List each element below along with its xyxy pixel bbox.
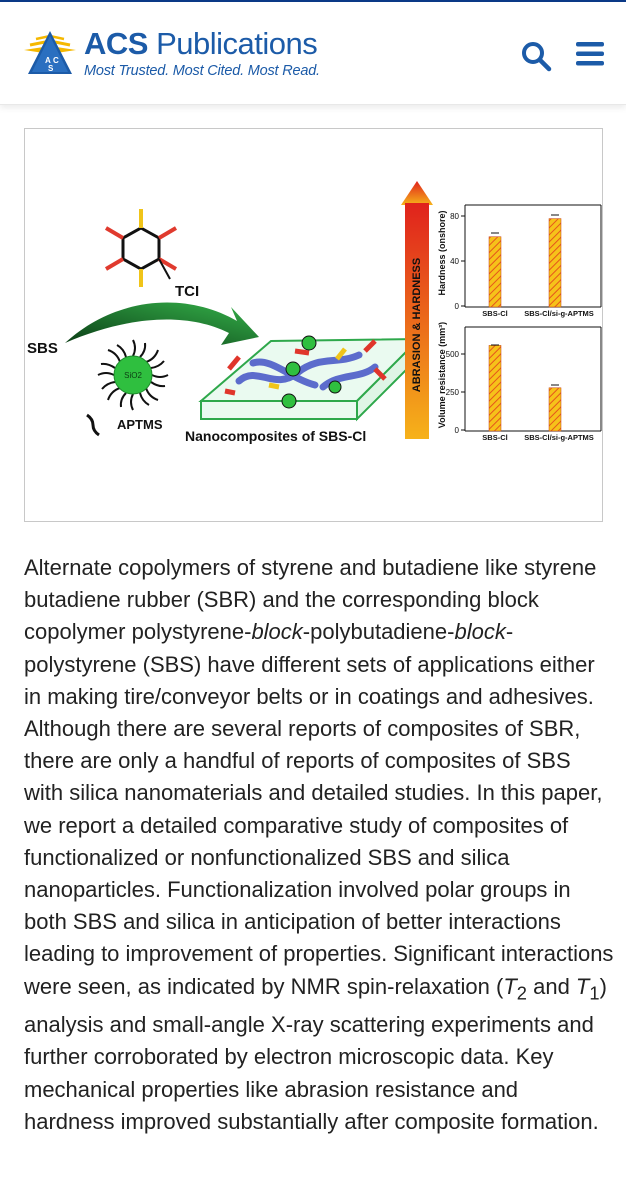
volume-cat-2: SBS-Cl/si-g-APTMS [524,433,594,442]
acs-logo-icon[interactable]: A C S [22,28,78,80]
volume-resistance-chart: Volume resistance (mm³) 0 250 500 SBS-Cl… [437,322,602,442]
logo-letter-a: A [45,56,51,65]
composite-slab [198,335,422,422]
brand[interactable]: ACS Publications Most Trusted. Most Cite… [84,28,320,80]
brand-name: ACS Publications [84,28,320,60]
nanocomposites-label: Nanocomposites of SBS-Cl [185,428,366,444]
tci-molecule [104,209,178,287]
volume-bar-sbs-cl-si-g-aptms [548,387,562,432]
abstract-part-3: -polystyrene (SBS) have different sets o… [24,619,614,999]
abstract-t2: T [503,973,517,999]
hardness-cat-1: SBS-Cl [482,309,507,318]
volume-ylabel: Volume resistance (mm³) [437,322,447,428]
abstract-text: Alternate copolymers of styrene and buta… [24,552,614,1138]
hardness-bar-sbs-cl-si-g-aptms [548,218,562,308]
volume-tick-250: 250 [446,388,460,397]
volume-bar-sbs-cl [488,345,502,432]
hardness-tick-80: 80 [450,212,459,221]
abstract-italic-block-1: block [251,619,303,645]
abstract-t2-sub: 2 [516,982,527,1004]
abstract-and: and [526,973,576,999]
abstract-t1: T [575,973,590,999]
abstract-part-2: -polybutadiene- [302,619,455,645]
menu-icon[interactable] [575,41,605,67]
toc-graphic[interactable]: TCI SBS SiO2 APTMS [24,128,603,522]
abrasion-hardness-label: ABRASION & HARDNESS [411,258,423,392]
logo-letter-c: C [53,56,59,65]
search-icon[interactable] [520,40,552,72]
abstract-part-1: Alternate copolymers of styrene and buta… [24,555,597,645]
logo-letter-s: S [48,64,54,73]
brand-publications: Publications [156,26,318,61]
volume-tick-0: 0 [455,426,460,435]
sio2-nanoparticle: SiO2 [97,339,169,411]
sio2-label: SiO2 [124,371,142,380]
abrasion-hardness-arrow: ABRASION & HARDNESS [401,181,433,439]
volume-cat-1: SBS-Cl [482,433,507,442]
hardness-tick-0: 0 [455,302,460,311]
abstract-part-4: ) analysis and small-angle X-ray scatter… [24,973,607,1134]
hardness-ylabel: Hardness (onshore) [437,210,447,295]
aptms-label: APTMS [117,417,163,432]
brand-tagline: Most Trusted. Most Cited. Most Read. [84,63,320,79]
hardness-tick-40: 40 [450,257,459,266]
brand-acs: ACS [84,26,148,61]
reaction-arrow [65,302,259,345]
tci-label: TCI [175,283,199,300]
hardness-bar-sbs-cl [488,236,502,308]
top-accent-line [0,0,626,2]
site-header: A C S ACS Publications Most Trusted. Mos… [0,2,626,105]
sbs-label: SBS [27,340,58,357]
volume-tick-500: 500 [446,350,460,359]
hardness-cat-2: SBS-Cl/si-g-APTMS [524,309,594,318]
abstract-italic-block-2: block [454,619,506,645]
aptms-squiggle [86,413,100,437]
abstract-t1-sub: 1 [589,982,600,1004]
hardness-chart: Hardness (onshore) 0 40 80 SBS-Cl SBS-Cl… [437,204,602,318]
